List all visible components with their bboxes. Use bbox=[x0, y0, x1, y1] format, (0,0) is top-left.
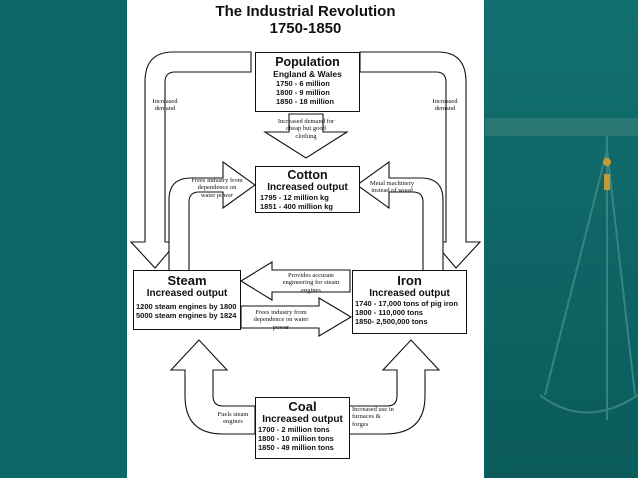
pop-to-cotton-label: Increased demand for cheap but good clot… bbox=[277, 118, 335, 140]
population-line: 1850 - 18 million bbox=[276, 97, 334, 106]
steam-line: 1200 steam engines by 1800 bbox=[136, 302, 237, 311]
steam-to-cotton-arrow bbox=[168, 160, 256, 273]
coal-to-steam-label: Fuels steam engines bbox=[217, 411, 249, 426]
coal-to-iron-label: Increased use in furnaces & forges bbox=[352, 406, 394, 428]
steam-line: 5000 steam engines by 1824 bbox=[136, 311, 237, 320]
iron-to-cotton-label: Metal machinery instead of wood bbox=[369, 180, 415, 195]
coal-box: Coal Increased output 1700 - 2 million t… bbox=[255, 397, 350, 459]
cotton-line: 1851 - 400 million kg bbox=[260, 202, 333, 211]
scales-of-justice-icon bbox=[485, 118, 638, 420]
steam-to-cotton-label: Frees industry from dependence on water … bbox=[191, 177, 243, 199]
steam-box: Steam Increased output 1200 steam engine… bbox=[133, 270, 241, 330]
coal-to-iron-arrow bbox=[348, 339, 441, 435]
population-line: 1800 - 9 million bbox=[276, 88, 330, 97]
iron-line: 1800 - 110,000 tons bbox=[355, 308, 423, 317]
flow-arrows bbox=[129, 51, 482, 435]
right-demand-label: Increased demand bbox=[432, 98, 458, 113]
pop-to-cotton-arrow bbox=[263, 113, 349, 159]
iron-to-steam-label: Provides accurate engineering for steam … bbox=[282, 272, 340, 294]
iron-line: 1740 - 17,000 tons of pig iron bbox=[355, 299, 458, 308]
iron-to-cotton-arrow bbox=[356, 160, 444, 273]
cotton-line: 1795 - 12 million kg bbox=[260, 193, 329, 202]
right-demand-arrow bbox=[359, 51, 482, 269]
coal-to-steam-arrow bbox=[169, 339, 256, 435]
diagram-subtitle: 1750-1850 bbox=[269, 20, 342, 37]
population-box: Population England & Wales 1750 - 6 mill… bbox=[255, 52, 360, 112]
population-subheading: England & Wales bbox=[273, 69, 342, 79]
coal-line: 1850 - 49 million tons bbox=[258, 443, 334, 452]
steam-to-iron-label: Frees industry from dependence on water … bbox=[253, 309, 309, 331]
left-demand-arrow bbox=[129, 51, 252, 269]
steam-subheading: Increased output bbox=[146, 288, 228, 299]
cotton-heading: Cotton bbox=[287, 168, 328, 182]
iron-box: Iron Increased output 1740 - 17,000 tons… bbox=[352, 270, 467, 334]
coal-subheading: Increased output bbox=[262, 414, 343, 425]
cotton-subheading: Increased output bbox=[267, 182, 348, 193]
iron-to-steam-arrow bbox=[239, 261, 351, 301]
background-stripe bbox=[485, 0, 638, 478]
coal-line: 1700 - 2 million tons bbox=[258, 425, 330, 434]
diagram-title: The Industrial Revolution bbox=[215, 3, 396, 20]
diagram-slide: The Industrial Revolution 1750-1850 Popu… bbox=[127, 0, 484, 478]
left-demand-label: Increased demand bbox=[152, 98, 178, 113]
iron-subheading: Increased output bbox=[369, 288, 450, 299]
population-line: 1750 - 6 million bbox=[276, 79, 330, 88]
coal-line: 1800 - 10 million tons bbox=[258, 434, 334, 443]
steam-to-iron-arrow bbox=[240, 297, 353, 337]
cotton-box: Cotton Increased output 1795 - 12 millio… bbox=[255, 166, 360, 213]
iron-line: 1850- 2,500,000 tons bbox=[355, 317, 428, 326]
steam-heading: Steam bbox=[167, 273, 207, 288]
coal-heading: Coal bbox=[288, 399, 317, 414]
population-heading: Population bbox=[275, 55, 340, 69]
iron-heading: Iron bbox=[397, 273, 422, 288]
